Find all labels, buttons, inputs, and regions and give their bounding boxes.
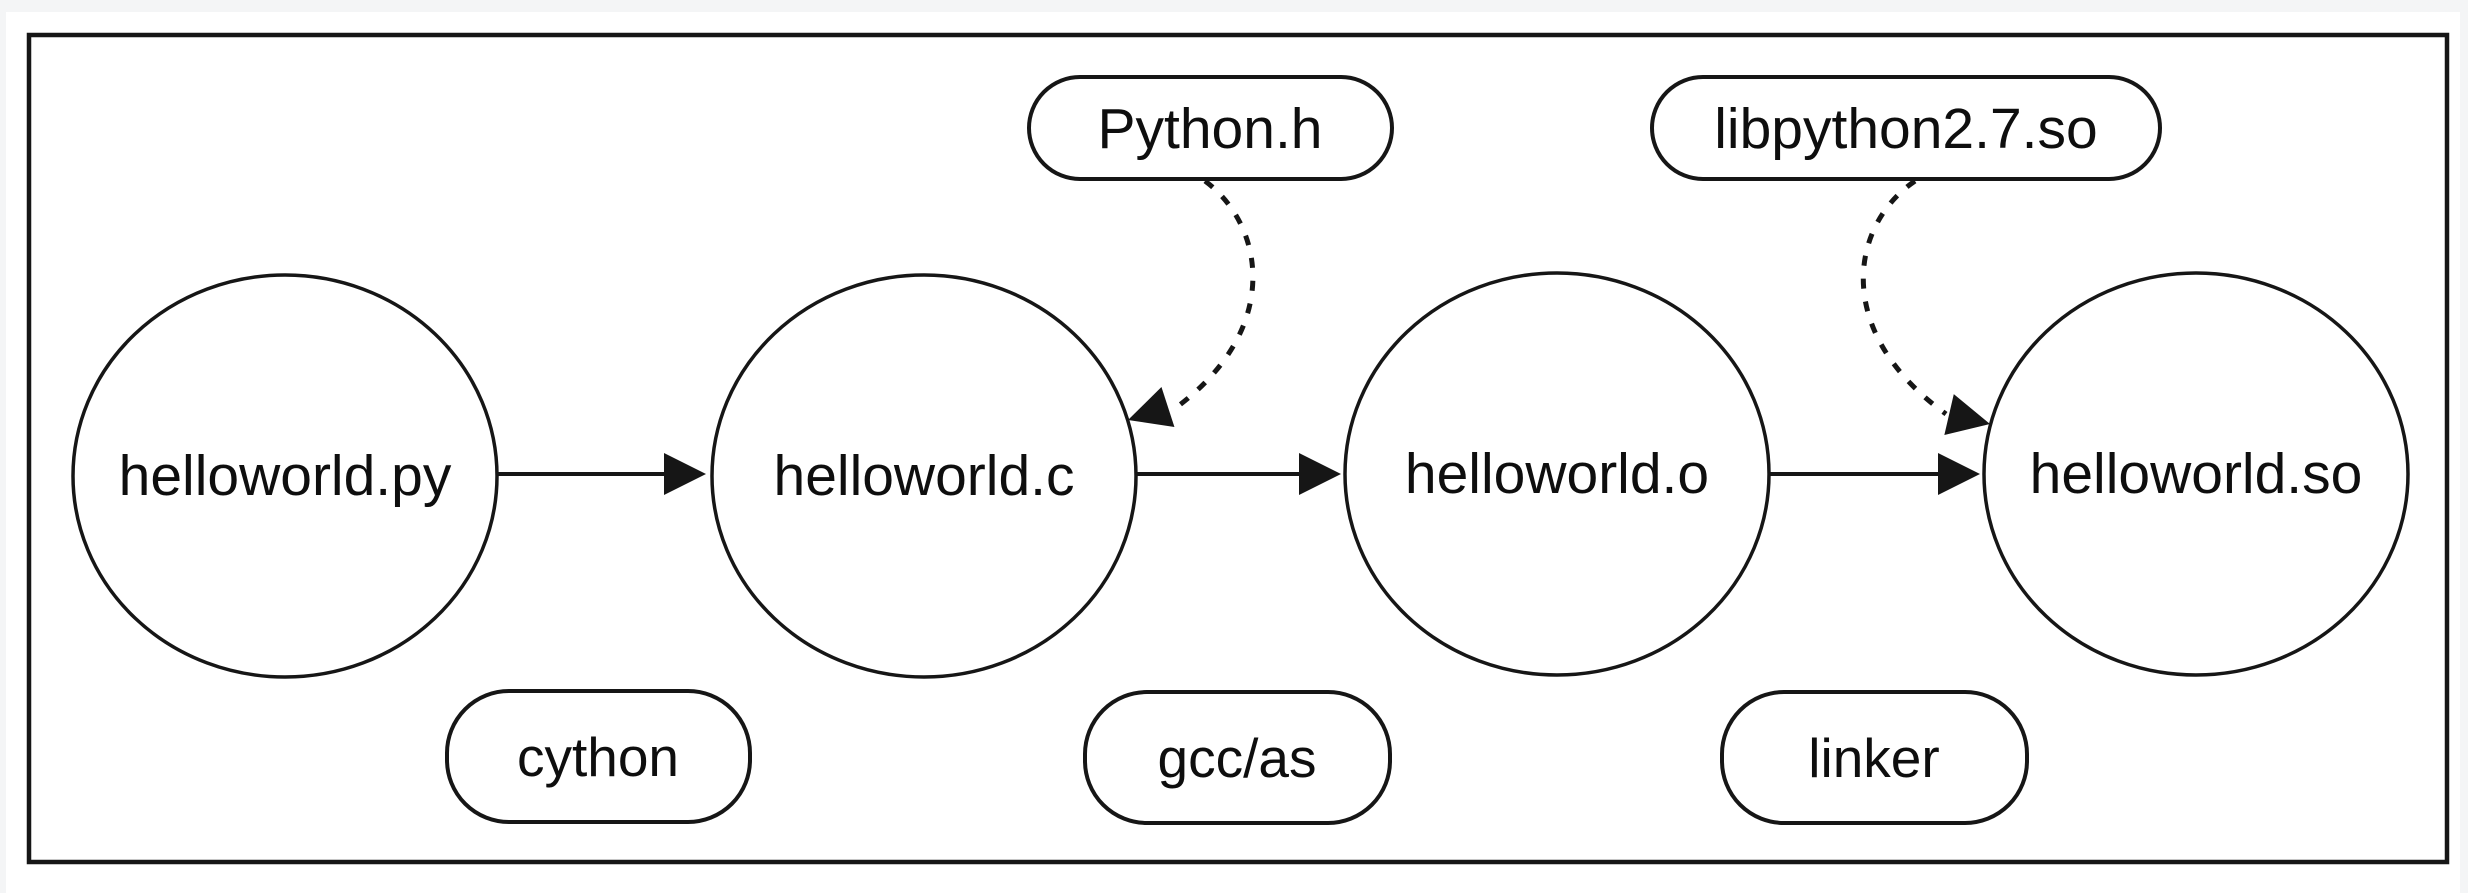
dotted-arrow-python-h-to-c [1128, 178, 1256, 427]
node-helloworld-py: helloworld.py [71, 273, 499, 679]
node-label-helloworld-py: helloworld.py [119, 444, 452, 508]
dependency-pill-python-h: Python.h [1027, 75, 1394, 181]
tool-pill-cython: cython [445, 689, 752, 824]
dependency-label-libpython-2-7-so: libpython2.7.so [1714, 97, 2097, 161]
tool-label-gcc-as: gcc/as [1158, 727, 1317, 789]
node-label-helloworld-c: helloworld.c [774, 444, 1075, 508]
arrowhead-python-h [1128, 387, 1175, 427]
arrowhead-c-to-o [1299, 453, 1341, 495]
node-helloworld-so: helloworld.so [1982, 271, 2410, 677]
node-helloworld-c: helloworld.c [710, 273, 1138, 679]
node-label-helloworld-so: helloworld.so [2030, 442, 2363, 506]
tool-pill-linker: linker [1720, 690, 2029, 825]
arrowhead-py-to-c [664, 453, 706, 495]
tool-pill-gcc-as: gcc/as [1083, 690, 1392, 825]
arrowhead-o-to-so [1938, 453, 1980, 495]
node-helloworld-o: helloworld.o [1343, 271, 1771, 677]
arrow-py-to-c [495, 453, 706, 495]
tool-label-linker: linker [1808, 727, 1939, 789]
node-label-helloworld-o: helloworld.o [1405, 442, 1709, 506]
dotted-arrow-libpython-to-so [1860, 178, 1990, 436]
dependency-label-python-h: Python.h [1098, 97, 1323, 161]
dependency-pill-libpython-2-7-so: libpython2.7.so [1650, 75, 2162, 181]
diagram-frame [26, 32, 2450, 865]
arrow-o-to-so [1769, 453, 1980, 495]
arrow-c-to-o [1136, 453, 1341, 495]
tool-label-cython: cython [517, 726, 679, 788]
arrowhead-libpython [1944, 394, 1990, 436]
